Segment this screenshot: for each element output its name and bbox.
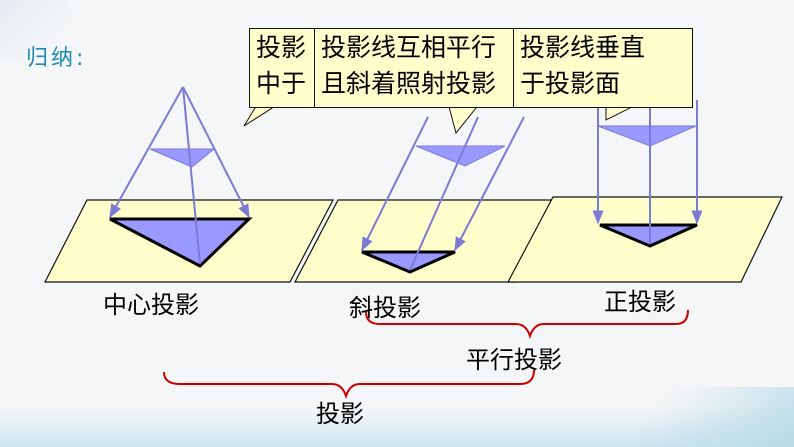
callout-central: 投影 中于 — [249, 28, 323, 108]
callout-oblique-line2: 且斜着照射投影 — [321, 69, 497, 98]
central-ray — [182, 86, 250, 219]
oblique-shadow-triangle — [361, 250, 456, 274]
callout-oblique-line1: 投影线互相平行 — [321, 33, 497, 62]
orthographic-shadow-triangle — [599, 223, 698, 248]
central-projection-group — [109, 86, 253, 268]
heading: 归纳: — [26, 46, 87, 71]
background-corner-top-left — [0, 0, 70, 60]
brace-projection — [163, 369, 535, 400]
orthographic-small-triangle — [597, 125, 697, 147]
central-small-triangle — [149, 148, 216, 168]
label-projection: 投影 — [316, 400, 364, 428]
callout-central-line1: 投影 — [256, 33, 307, 62]
central-ray — [109, 86, 184, 219]
orthographic-projection-group — [592, 100, 703, 248]
oblique-ray — [454, 116, 525, 252]
callout-orthographic-line2: 于投影面 — [520, 69, 621, 98]
callout-orthographic: 投影线垂直 于投影面 — [513, 28, 693, 108]
background-corner-bottom-right — [634, 387, 794, 447]
label-orthographic-projection: 正投影 — [604, 288, 676, 316]
oblique-ray — [361, 116, 429, 252]
central-shadow-triangle — [109, 217, 253, 268]
label-central-projection: 中心投影 — [103, 291, 199, 319]
oblique-ray — [409, 116, 479, 271]
callout-orthographic-line1: 投影线垂直 — [520, 33, 646, 62]
oblique-projection-group — [361, 116, 525, 274]
label-parallel-projection: 平行投影 — [466, 346, 562, 374]
label-oblique-projection: 斜投影 — [349, 294, 421, 322]
central-ray — [182, 86, 201, 265]
callout-central-line2: 中于 — [256, 69, 307, 98]
callout-oblique: 投影线互相平行 且斜着照射投影 — [314, 28, 524, 108]
brace-parallel — [365, 309, 689, 340]
